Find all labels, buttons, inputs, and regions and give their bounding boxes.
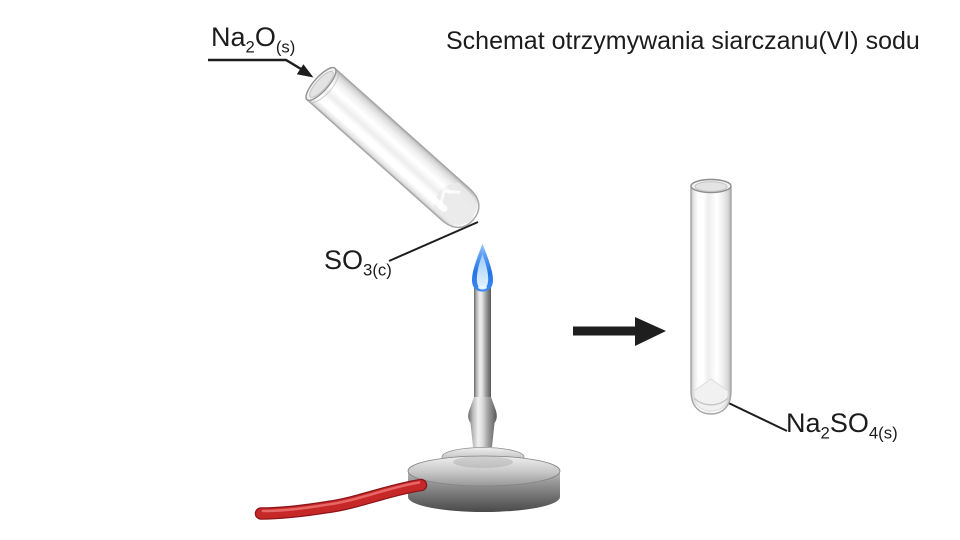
diagram-title: Schemat otrzymywania siarczanu(VI) sodu [446,27,920,56]
gas-hose [254,478,428,520]
burner-barrel [474,286,491,398]
label-na2so4: Na2SO4(s) [786,408,898,443]
diagram-title-text: Schemat otrzymywania siarczanu(VI) sodu [446,27,920,55]
tilted-test-tube [305,66,480,229]
na2o-arrow [208,58,314,78]
right-test-tube [690,178,732,415]
burner-stem [468,397,497,447]
bunsen-burner [407,283,561,512]
label-so3: SO3(c) [324,245,392,280]
so3-pointer-line [388,221,479,262]
label-na2o: Na2O(s) [211,22,296,57]
reaction-arrow [573,317,666,346]
flame [472,243,493,292]
